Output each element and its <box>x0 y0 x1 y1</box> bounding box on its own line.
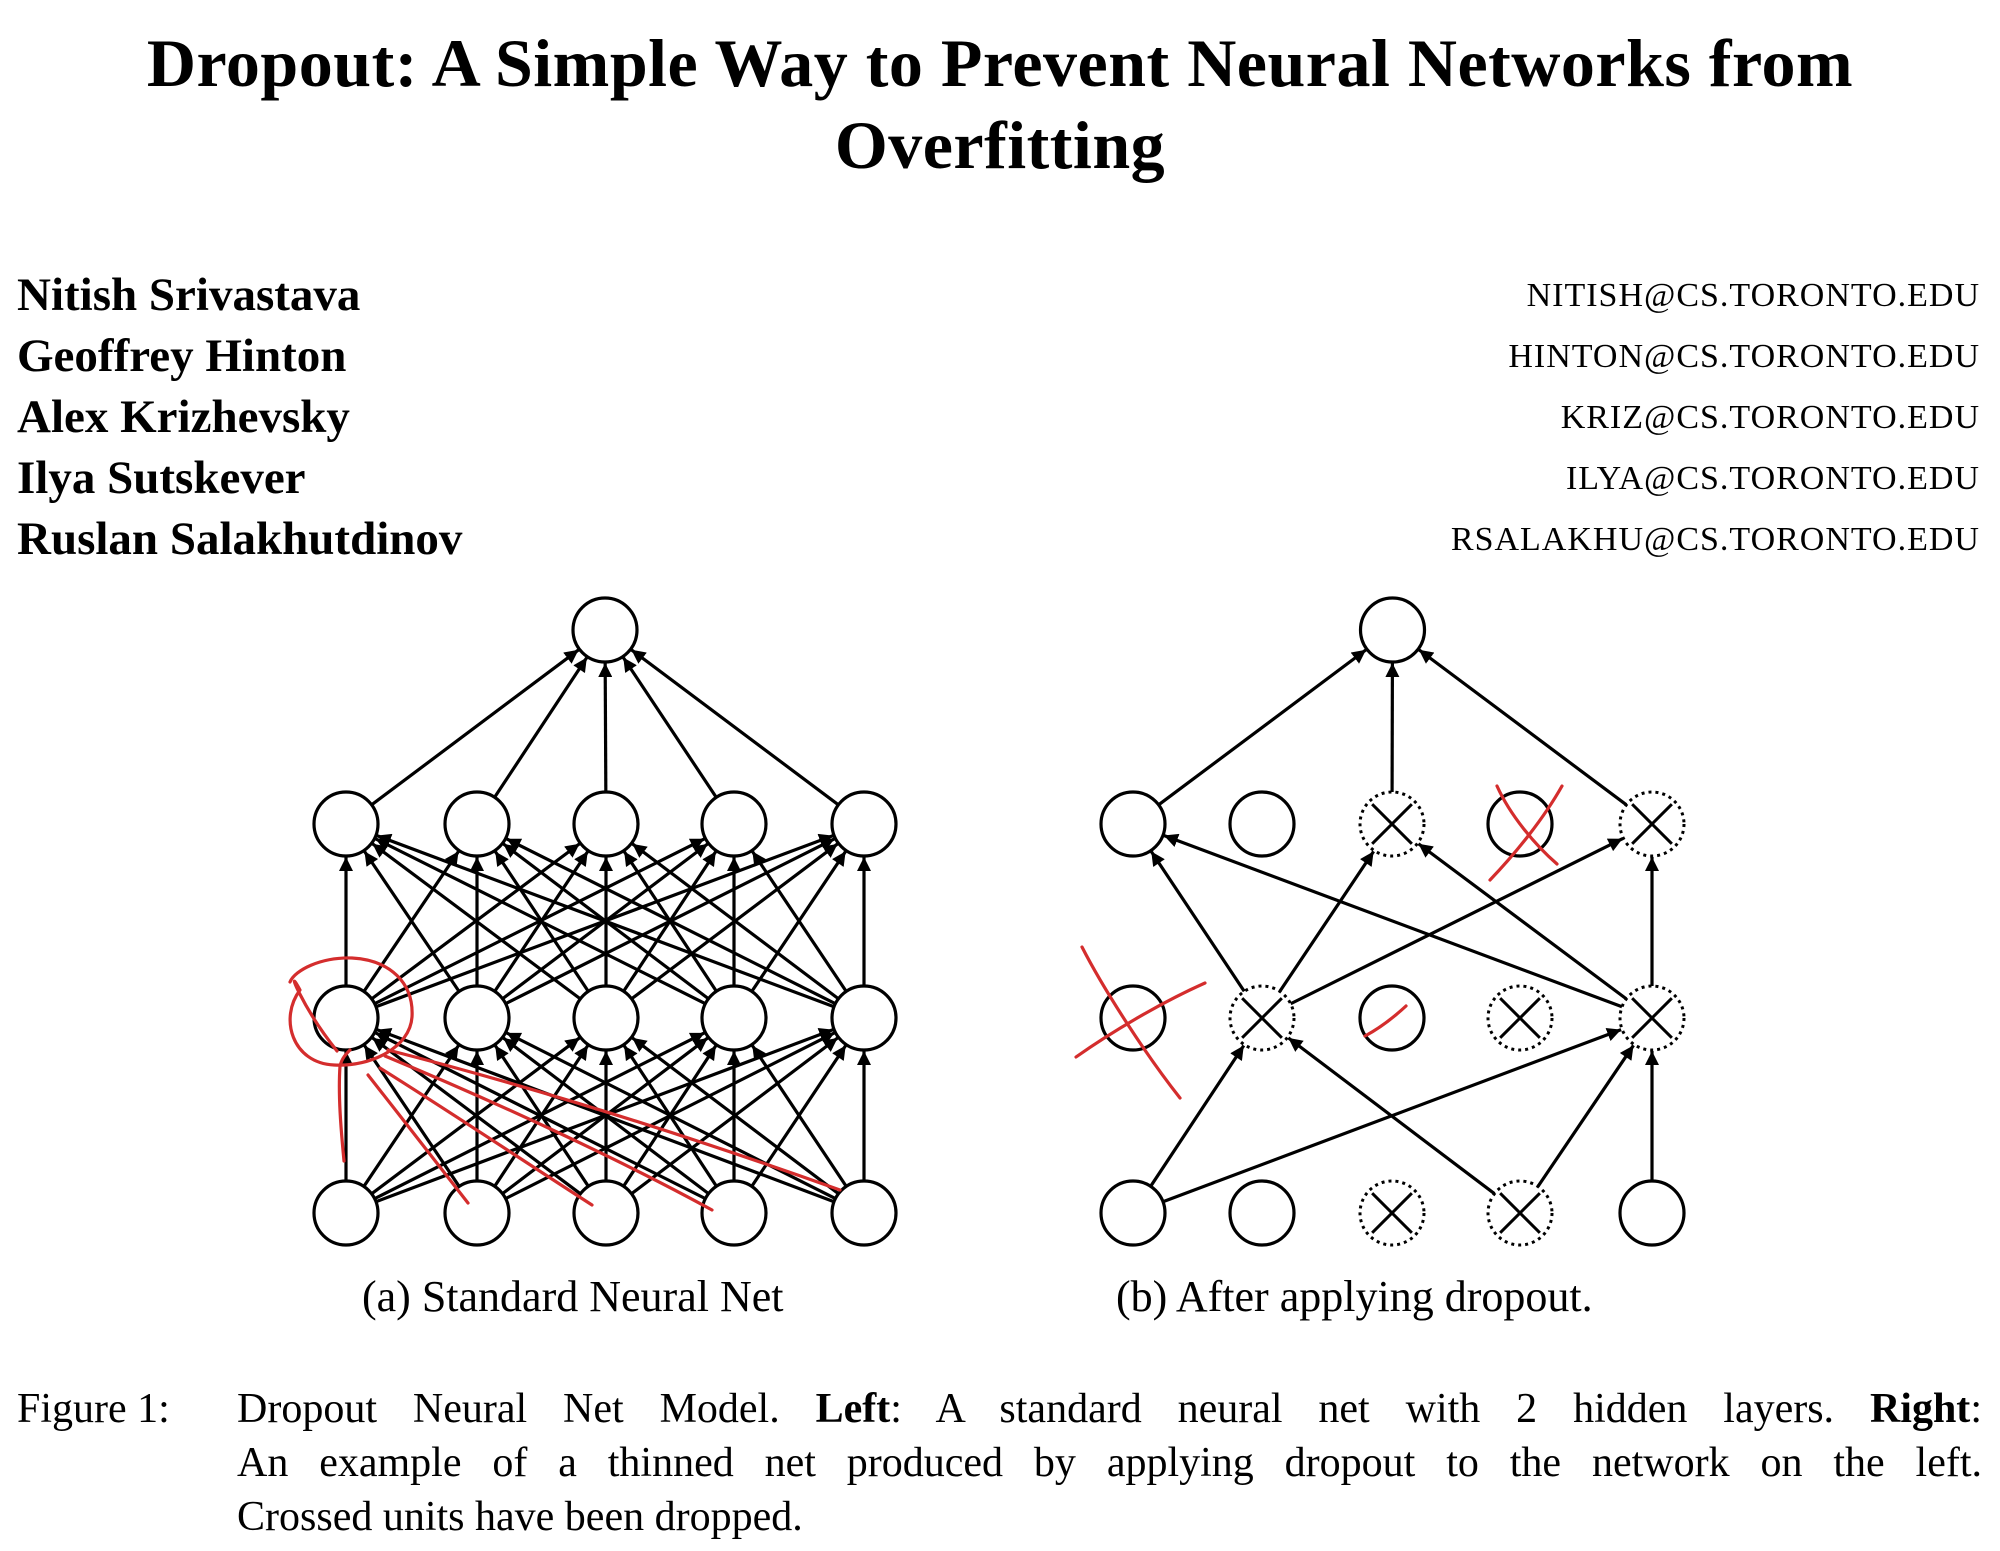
annotation-stroke <box>366 1073 470 1205</box>
paper-title-line-1: Dropout: A Simple Way to Prevent Neural … <box>146 25 1854 101</box>
connection-arrow <box>371 842 582 1001</box>
annotation-stroke <box>288 956 414 1067</box>
connection-arrow <box>598 662 613 793</box>
neuron-unit <box>1228 1179 1296 1247</box>
connection-arrow <box>750 1044 848 1188</box>
connection-arrow <box>621 656 718 799</box>
connection-arrow <box>1149 1044 1246 1188</box>
neuron-unit <box>443 1179 511 1247</box>
connection-arrow <box>505 1031 837 1201</box>
neuron-unit <box>1228 790 1296 858</box>
connection-arrow <box>1289 837 1624 1006</box>
connection-arrow <box>1417 842 1628 1001</box>
neuron-unit <box>312 790 380 858</box>
author-name: Nitish Srivastava <box>17 269 361 321</box>
dropped-unit-cross <box>1371 1192 1413 1234</box>
neuron-unit <box>830 984 898 1052</box>
neuron-unit <box>571 596 639 664</box>
connection-arrow <box>370 648 580 807</box>
connection-arrow <box>493 656 589 799</box>
neuron-unit <box>1618 1179 1686 1247</box>
dropout-net-units <box>1099 596 1686 1247</box>
author-name: Alex Krizhevsky <box>17 391 350 443</box>
neuron-unit <box>700 1179 768 1247</box>
connection-arrow <box>376 833 835 1009</box>
paper-title: Dropout: A Simple Way to Prevent Neural … <box>0 22 2000 186</box>
standard-net-units <box>312 596 898 1247</box>
connection-arrow <box>374 837 707 1006</box>
neuron-unit <box>572 1179 640 1247</box>
caption-text: Dropout Neural Net Model. <box>237 1386 816 1432</box>
annotation-stroke <box>1495 784 1559 866</box>
connection-arrow <box>363 850 461 993</box>
neuron-unit <box>443 790 511 858</box>
dropped-unit-cross <box>1631 997 1673 1039</box>
neuron-unit <box>312 984 380 1052</box>
author-email-list: NITISH@CS.TORONTO.EDU HINTON@CS.TORONTO.… <box>1451 265 1980 570</box>
dropped-unit-cross <box>1241 997 1283 1039</box>
connection-arrow <box>1287 1036 1496 1195</box>
dropped-unit-cross <box>1499 997 1541 1039</box>
neuron-unit <box>572 790 640 858</box>
connection-arrow <box>631 842 840 1001</box>
annotation-stroke <box>386 1048 842 1192</box>
caption-text: : <box>1970 1386 1982 1432</box>
annotation-stroke <box>337 1048 352 1163</box>
annotation-stroke <box>383 1054 714 1212</box>
connection-arrow <box>1278 850 1375 993</box>
author-list: Nitish Srivastava Geoffrey Hinton Alex K… <box>17 265 462 570</box>
neuron-unit <box>700 984 768 1052</box>
author-email: HINTON@CS.TORONTO.EDU <box>1508 338 1980 375</box>
dropped-unit-cross <box>1371 803 1413 845</box>
author-email: ILYA@CS.TORONTO.EDU <box>1565 460 1980 497</box>
connection-arrow <box>1163 833 1623 1009</box>
caption-line-2: An example of a thinned net produced by … <box>237 1440 1982 1486</box>
caption-bold-right: Right <box>1869 1386 1971 1432</box>
neuron-unit <box>830 790 898 858</box>
connection-arrow <box>376 1028 835 1204</box>
author-email: KRIZ@CS.TORONTO.EDU <box>1560 399 1980 436</box>
author-name: Ruslan Salakhutdinov <box>17 513 463 565</box>
dropped-unit-cross <box>1499 1192 1541 1234</box>
standard-net-edges <box>339 648 871 1204</box>
author-name: Ilya Sutskever <box>17 452 306 504</box>
connection-arrow <box>1149 850 1246 993</box>
connection-arrow <box>630 648 840 807</box>
neuron-unit <box>1099 790 1167 858</box>
connection-arrow <box>1417 648 1628 807</box>
neuron-unit <box>830 1179 898 1247</box>
paper-title-line-2: Overfitting <box>834 107 1166 183</box>
connection-arrow <box>1157 648 1368 807</box>
caption-line-3: Crossed units have been dropped. <box>237 1494 803 1540</box>
figure-label: Figure 1: <box>17 1386 170 1432</box>
neuron-unit <box>1358 596 1427 664</box>
handwritten-annotations <box>288 784 1564 1212</box>
caption-line-1: Dropout Neural Net Model. Left: A standa… <box>237 1382 1982 1436</box>
connection-arrow <box>1536 1044 1635 1188</box>
dropout-net-edges <box>1149 648 1659 1204</box>
author-name: Geoffrey Hinton <box>17 330 347 382</box>
figure-caption: Figure 1: Dropout Neural Net Model. Left… <box>17 1382 1982 1544</box>
subcaption-b: (b) After applying dropout. <box>1116 1272 1593 1321</box>
connection-arrow <box>505 837 837 1006</box>
annotation-stroke <box>1488 784 1564 882</box>
neuron-unit <box>443 984 511 1052</box>
neuron-unit <box>312 1179 380 1247</box>
connection-arrow <box>631 1036 840 1195</box>
subcaption-a: (a) Standard Neural Net <box>362 1272 784 1321</box>
neuron-unit <box>572 984 640 1052</box>
author-email: RSALAKHU@CS.TORONTO.EDU <box>1450 521 1980 558</box>
annotation-stroke <box>1074 981 1207 1059</box>
dropout-figure <box>288 596 1686 1247</box>
neuron-unit <box>700 790 768 858</box>
connection-arrow <box>751 850 848 993</box>
annotation-stroke <box>378 1066 594 1207</box>
dropped-unit-cross <box>1631 803 1673 845</box>
neuron-unit <box>1099 984 1167 1052</box>
caption-text: : A standard neural net with 2 hidden la… <box>890 1386 1870 1432</box>
caption-bold-left: Left <box>815 1386 891 1432</box>
annotation-stroke <box>1363 1004 1408 1038</box>
author-email: NITISH@CS.TORONTO.EDU <box>1526 277 1980 314</box>
neuron-unit <box>1099 1179 1167 1247</box>
